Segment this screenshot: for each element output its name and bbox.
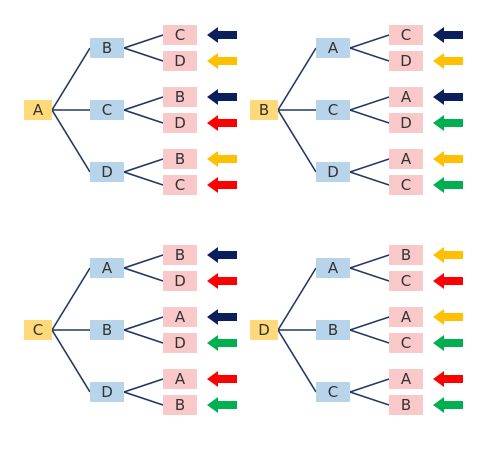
connector-line	[277, 47, 317, 111]
left-arrow-icon	[433, 115, 463, 131]
left-arrow-icon	[433, 53, 463, 69]
connector-line	[349, 47, 390, 62]
connector-line	[349, 316, 390, 331]
connector-line	[349, 171, 390, 186]
leaf-node: C	[389, 175, 423, 195]
leaf-node: A	[389, 307, 423, 327]
connector-line	[349, 329, 390, 344]
connector-line	[51, 267, 91, 331]
connector-line	[123, 267, 164, 282]
left-arrow-icon	[433, 273, 463, 289]
branch-node: C	[316, 382, 350, 402]
leaf-node: B	[389, 245, 423, 265]
connector-line	[349, 34, 390, 49]
branch-node: C	[316, 100, 350, 120]
branch-node: A	[90, 258, 124, 278]
left-arrow-icon	[207, 115, 237, 131]
connector-line	[349, 254, 390, 269]
leaf-node: B	[389, 395, 423, 415]
leaf-node: D	[389, 51, 423, 71]
root-node: A	[24, 100, 52, 120]
leaf-node: B	[163, 245, 197, 265]
branch-node: D	[90, 162, 124, 182]
branch-node: B	[90, 38, 124, 58]
left-arrow-icon	[207, 309, 237, 325]
connector-line	[123, 34, 164, 49]
connector-line	[349, 96, 390, 111]
leaf-node: B	[163, 149, 197, 169]
left-arrow-icon	[207, 151, 237, 167]
left-arrow-icon	[433, 309, 463, 325]
connector-line	[51, 109, 91, 173]
connector-line	[277, 109, 317, 173]
connector-line	[123, 47, 164, 62]
left-arrow-icon	[433, 335, 463, 351]
connector-line	[123, 158, 164, 173]
connector-line	[349, 158, 390, 173]
connector-line	[277, 329, 317, 393]
left-arrow-icon	[207, 89, 237, 105]
leaf-node: A	[389, 87, 423, 107]
left-arrow-icon	[433, 247, 463, 263]
connector-line	[349, 378, 390, 393]
leaf-node: D	[163, 51, 197, 71]
connector-line	[349, 391, 390, 406]
left-arrow-icon	[207, 247, 237, 263]
leaf-node: C	[389, 333, 423, 353]
left-arrow-icon	[433, 177, 463, 193]
connector-line	[123, 109, 164, 124]
branch-node: C	[90, 100, 124, 120]
leaf-node: A	[163, 307, 197, 327]
left-arrow-icon	[207, 53, 237, 69]
left-arrow-icon	[433, 27, 463, 43]
connector-line	[123, 171, 164, 186]
leaf-node: A	[389, 149, 423, 169]
branch-node: B	[90, 320, 124, 340]
left-arrow-icon	[207, 27, 237, 43]
leaf-node: C	[389, 271, 423, 291]
root-node: B	[250, 100, 278, 120]
left-arrow-icon	[433, 371, 463, 387]
connector-line	[123, 316, 164, 331]
leaf-node: C	[389, 25, 423, 45]
connector-line	[123, 378, 164, 393]
left-arrow-icon	[207, 397, 237, 413]
leaf-node: D	[163, 271, 197, 291]
leaf-node: D	[163, 113, 197, 133]
branch-node: A	[316, 258, 350, 278]
leaf-node: B	[163, 87, 197, 107]
connector-line	[123, 329, 164, 344]
leaf-node: A	[389, 369, 423, 389]
connector-line	[51, 47, 91, 111]
left-arrow-icon	[433, 151, 463, 167]
left-arrow-icon	[207, 335, 237, 351]
branch-node: D	[90, 382, 124, 402]
left-arrow-icon	[207, 273, 237, 289]
branch-node: B	[316, 320, 350, 340]
left-arrow-icon	[207, 371, 237, 387]
leaf-node: C	[163, 175, 197, 195]
root-node: D	[250, 320, 278, 340]
branch-node: A	[316, 38, 350, 58]
leaf-node: D	[163, 333, 197, 353]
connector-line	[277, 267, 317, 331]
left-arrow-icon	[433, 89, 463, 105]
leaf-node: D	[389, 113, 423, 133]
connector-line	[349, 109, 390, 124]
left-arrow-icon	[433, 397, 463, 413]
left-arrow-icon	[207, 177, 237, 193]
connector-line	[123, 391, 164, 406]
connector-line	[51, 329, 91, 393]
branch-node: D	[316, 162, 350, 182]
leaf-node: B	[163, 395, 197, 415]
leaf-node: C	[163, 25, 197, 45]
connector-line	[123, 254, 164, 269]
connector-line	[349, 267, 390, 282]
connector-line	[123, 96, 164, 111]
leaf-node: A	[163, 369, 197, 389]
root-node: C	[24, 320, 52, 340]
